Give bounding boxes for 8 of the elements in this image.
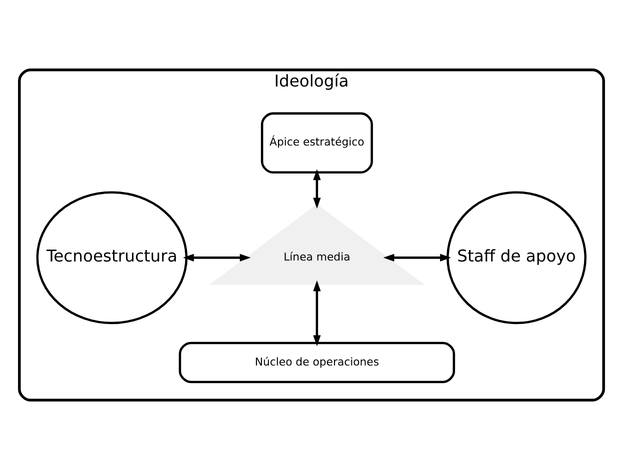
node-circle: Staff de apoyo [446, 191, 587, 324]
node-ellipse: Tecnoestructura [36, 191, 188, 324]
node-box: Núcleo de operaciones [178, 342, 456, 384]
node-box: Ápice estratégico [260, 112, 373, 174]
arrow [182, 254, 251, 262]
arrow [383, 254, 452, 262]
arrow [313, 169, 321, 209]
arrow [313, 280, 321, 346]
